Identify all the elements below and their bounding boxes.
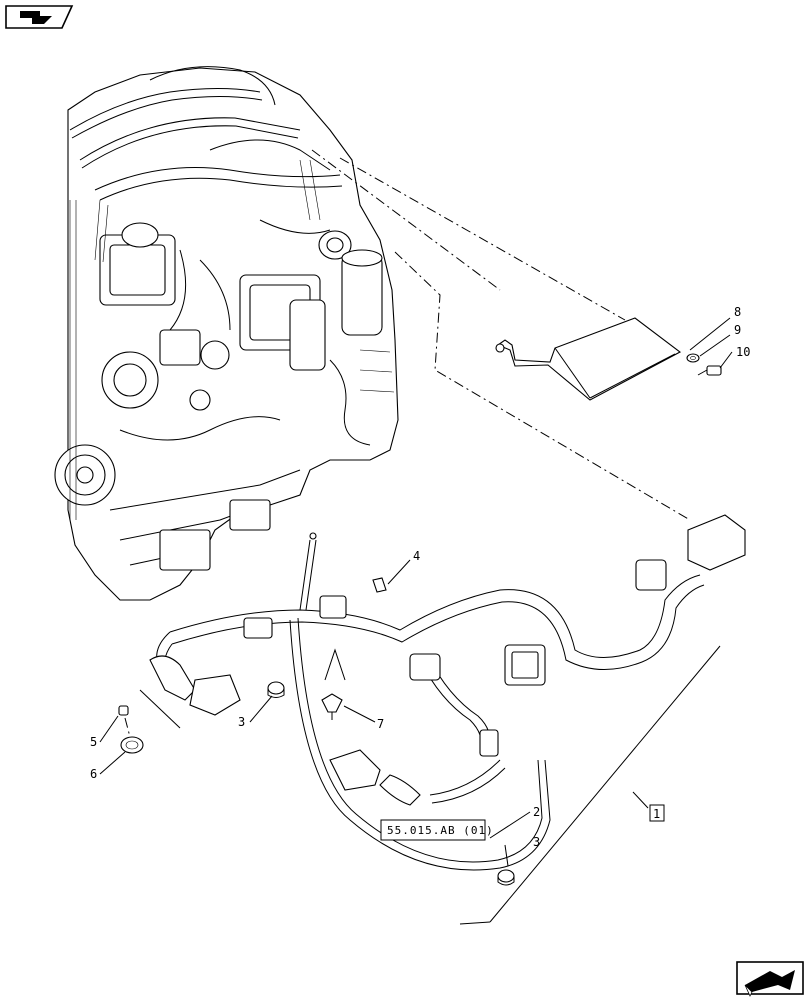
callout-6: 6 (90, 767, 97, 781)
washer (686, 353, 700, 363)
wiring-harness (149, 514, 746, 871)
callout-7: 7 (377, 717, 384, 731)
clip-item-3-upper (267, 681, 285, 698)
grommet-item-6 (120, 736, 144, 754)
dashdot-leader-1 (311, 149, 501, 291)
reference-link[interactable]: 55.015.AB (01) (380, 819, 494, 841)
leader-lines (99, 317, 733, 925)
callout-9: 9 (734, 323, 741, 337)
clip-item-3-lower (497, 869, 515, 886)
callout-1-box (649, 804, 665, 822)
callout-4: 4 (413, 549, 420, 563)
bolt (697, 365, 722, 376)
dashdot-leader-3 (394, 251, 691, 521)
engine-illustration (54, 66, 399, 601)
next-page-arrow-icon[interactable] (736, 961, 804, 997)
callout-3-lower: 3 (533, 835, 540, 849)
callout-1: 1 (653, 807, 660, 821)
callout-8: 8 (734, 305, 741, 319)
clip-item-4 (372, 577, 387, 593)
heat-shield-bracket (495, 317, 682, 401)
reference-label[interactable]: 55.015.AB (01) (387, 824, 494, 837)
wing-clip-item-7 (321, 693, 343, 720)
dashdot-leader-2 (339, 157, 626, 321)
callout-3-upper: 3 (238, 715, 245, 729)
callout-5: 5 (90, 735, 97, 749)
callout-10: 10 (736, 345, 750, 359)
harness-indicator (324, 648, 346, 681)
callout-2: 2 (533, 805, 540, 819)
nut-item-5 (118, 705, 129, 716)
book-arrow-icon[interactable] (5, 5, 74, 29)
